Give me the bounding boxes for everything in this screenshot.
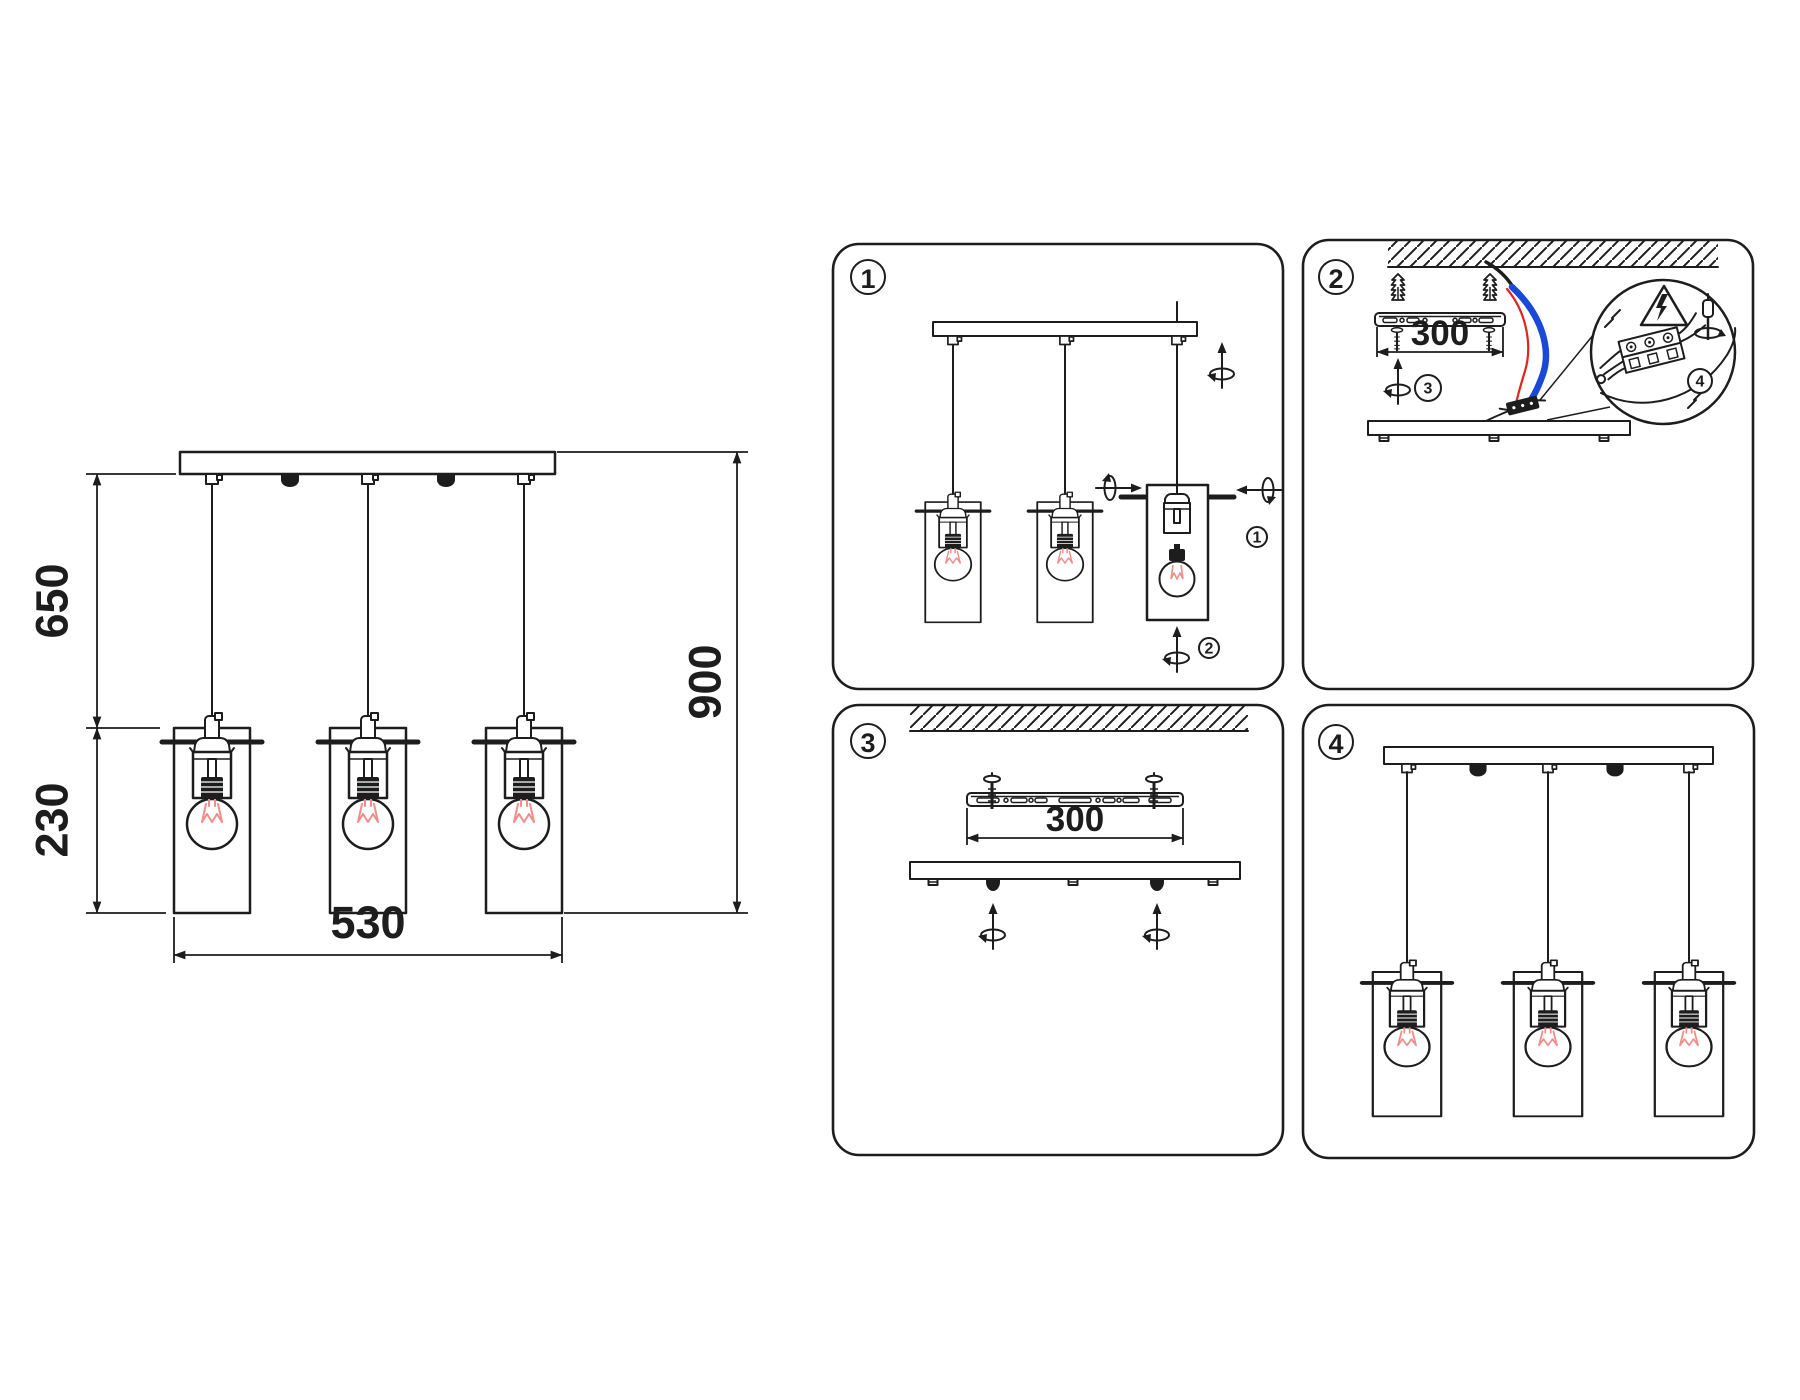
dim-drop: 650: [27, 563, 78, 638]
dome-cap: [1469, 765, 1487, 777]
ceiling-plate: [1383, 746, 1714, 765]
cord-grip: [1059, 335, 1075, 346]
step-number: 2: [1328, 264, 1343, 294]
dim-shade-height: 230: [27, 782, 78, 857]
suspension-cords: [952, 344, 1178, 504]
cable-curve: [1600, 327, 1737, 404]
ceiling-plate: [909, 861, 1241, 880]
threaded-post: [1067, 878, 1079, 886]
dome-cap: [1606, 765, 1624, 777]
rotation-icon: [1206, 341, 1235, 389]
wall-plug-icon: [1390, 273, 1406, 301]
step-number-badge: [850, 259, 886, 295]
step-number: 4: [1328, 729, 1343, 759]
sub-step-number: 1: [1253, 530, 1262, 547]
dimension-lines: [86, 451, 748, 963]
sub-step-number: 3: [1424, 381, 1433, 398]
dim-overall-width: 530: [330, 897, 405, 948]
sub-step-number: 2: [1205, 641, 1214, 658]
dome-nut: [986, 879, 1000, 891]
loose-shade-assembly: [1095, 472, 1283, 673]
sub-step-badge: [1414, 374, 1442, 402]
sub-step-number: 4: [1696, 374, 1705, 391]
step-number-badge: [1318, 259, 1354, 295]
dim-total-height: 900: [680, 644, 731, 719]
pendant-lamp: [1503, 960, 1593, 1116]
dome-cap: [281, 475, 299, 487]
step-number-badge: [1318, 724, 1354, 760]
cord-grip: [1542, 763, 1558, 774]
panel-border: [831, 703, 1285, 1157]
bracket-width-dim: 300: [1046, 800, 1104, 839]
step-panel-2: 2 300 3: [1301, 238, 1755, 691]
rotation-icon: [977, 902, 1006, 950]
socket: [1163, 493, 1191, 534]
cord-grip: [361, 473, 379, 485]
pendant-lamp: [162, 713, 262, 913]
pendant-lamp: [1026, 490, 1104, 625]
panel-border: [1301, 703, 1756, 1160]
step-panel-1: 1: [831, 242, 1285, 691]
red-wire: [1505, 287, 1530, 406]
ceiling-hatch: [910, 706, 1248, 731]
dome-nut: [1150, 879, 1164, 891]
ceiling-plate: [932, 321, 1198, 337]
bracket-width-dim: 300: [1411, 314, 1469, 353]
terminal-block-icon: [1498, 395, 1547, 416]
screw-icon: [1482, 324, 1496, 353]
dimension-drawing: 650 230 900 530: [27, 450, 748, 963]
panel-border: [1301, 238, 1755, 691]
pendant-lamp: [318, 713, 418, 913]
threaded-post: [1488, 434, 1500, 442]
rotation-icon: [1161, 625, 1190, 673]
glass-shade: [1145, 483, 1210, 622]
suspension-cords: [211, 483, 525, 719]
rotation-icon: [1141, 902, 1170, 950]
pendant-lamp: [1362, 960, 1452, 1116]
wall-plug-icon: [1482, 273, 1498, 301]
threaded-post: [1378, 434, 1390, 442]
screw-icon: [1390, 324, 1404, 353]
ceiling-plate: [1367, 420, 1631, 436]
step-number: 3: [860, 728, 875, 758]
panel-border: [831, 242, 1285, 691]
pendant-lamp: [914, 490, 992, 625]
step-number: 1: [860, 264, 875, 294]
threaded-post: [1207, 878, 1219, 886]
cord-grip: [1401, 763, 1417, 774]
screwdriver-icon: [1694, 293, 1726, 340]
step-panel-3: 3 300: [831, 703, 1285, 1157]
step-panel-4: 4: [1301, 703, 1756, 1160]
cord-grip: [1171, 335, 1187, 346]
terminal-block-icon: [1596, 312, 1707, 385]
cord-grip: [947, 335, 963, 346]
sub-step-badge: [1246, 526, 1268, 548]
mounting-bracket: [1374, 312, 1506, 327]
motion-dashes: [1604, 309, 1703, 409]
cord-grip: [1683, 763, 1699, 774]
light-bulb: [1158, 544, 1196, 598]
rotation-icon: [1235, 477, 1283, 506]
pendant-lamp: [474, 713, 574, 913]
threaded-post: [1598, 434, 1610, 442]
step-number-badge: [850, 723, 886, 759]
sub-step-badge: [1687, 368, 1713, 394]
rotation-icon: [1382, 357, 1411, 405]
ceiling-plate: [178, 450, 557, 476]
wiring-detail-magnifier: 4: [1589, 278, 1737, 426]
sub-step-badge: [1198, 637, 1220, 659]
cord-grip: [517, 473, 535, 485]
electric-shock-warning-icon: [1639, 284, 1689, 327]
pendant-lamp: [1644, 960, 1734, 1116]
suspension-cords: [1406, 771, 1690, 964]
mounting-bracket: [966, 792, 1184, 807]
ceiling-hatch: [1388, 241, 1718, 267]
threaded-post: [927, 878, 939, 886]
dome-cap: [437, 475, 455, 487]
cord-grip: [205, 473, 223, 485]
